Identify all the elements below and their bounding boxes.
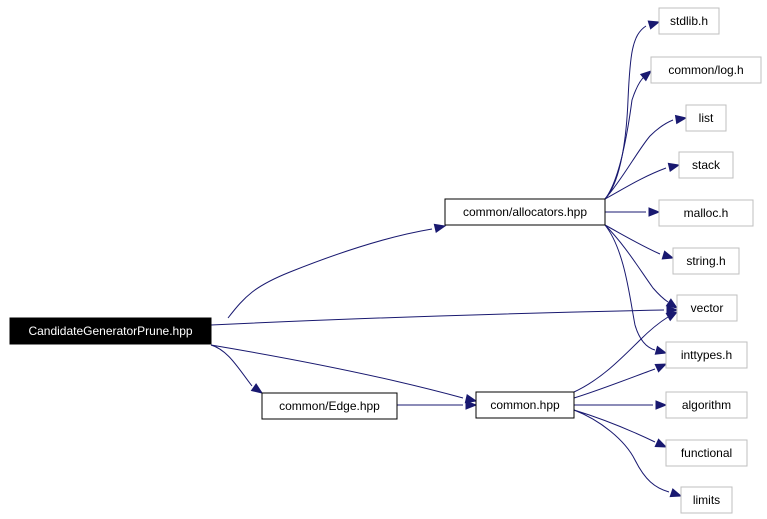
node-box bbox=[678, 151, 734, 179]
edge-line bbox=[604, 224, 669, 303]
node-box bbox=[658, 7, 720, 35]
node-box bbox=[261, 392, 398, 420]
node-common[interactable]: common.hpp bbox=[475, 391, 575, 419]
node-box bbox=[658, 199, 754, 227]
node-label: limits bbox=[693, 493, 720, 507]
arrowhead bbox=[433, 223, 447, 233]
edge-allocators-to-stdlib bbox=[604, 20, 661, 200]
node-string: string.h bbox=[672, 247, 740, 275]
edge-line bbox=[573, 368, 656, 399]
edge-allocators-to-string bbox=[604, 224, 675, 260]
edge-root-to-common bbox=[210, 344, 478, 404]
edge-common-to-vector bbox=[573, 311, 679, 393]
arrowhead bbox=[654, 345, 668, 355]
arrowhead bbox=[674, 114, 688, 125]
arrowhead bbox=[667, 162, 681, 172]
arrowhead bbox=[648, 207, 661, 217]
node-edge_hpp[interactable]: common/Edge.hpp bbox=[261, 392, 398, 420]
node-box bbox=[665, 391, 748, 419]
edge-common-to-limits bbox=[573, 409, 683, 498]
edge-line bbox=[573, 409, 670, 493]
arrowhead bbox=[647, 20, 661, 30]
edge-line bbox=[604, 224, 656, 351]
arrowhead bbox=[465, 400, 478, 410]
edge-line bbox=[604, 75, 646, 200]
edge-edge_hpp-to-common bbox=[397, 400, 478, 410]
node-stdlib: stdlib.h bbox=[658, 7, 720, 35]
arrowhead bbox=[464, 394, 478, 404]
node-label: string.h bbox=[686, 254, 725, 268]
edge-line bbox=[210, 309, 665, 326]
edge-common-to-inttypes bbox=[573, 363, 668, 399]
node-inttypes: inttypes.h bbox=[665, 341, 748, 369]
arrowhead bbox=[665, 311, 679, 322]
node-root[interactable]: CandidateGeneratorPrune.hpp bbox=[9, 317, 212, 345]
edge-line bbox=[604, 224, 661, 255]
edge-allocators-to-inttypes bbox=[604, 224, 668, 355]
arrowhead bbox=[250, 383, 264, 394]
node-box bbox=[672, 247, 740, 275]
edge-root-to-vector bbox=[210, 305, 679, 326]
edge-common-to-algorithm bbox=[574, 400, 668, 410]
node-label: functional bbox=[681, 446, 732, 460]
edge-line bbox=[227, 228, 433, 319]
arrowhead bbox=[669, 488, 683, 498]
node-label: common/allocators.hpp bbox=[463, 205, 587, 219]
node-label: stdlib.h bbox=[670, 14, 708, 28]
arrowhead bbox=[655, 400, 668, 410]
edge-root-to-allocators bbox=[227, 223, 447, 319]
node-box bbox=[685, 104, 727, 132]
node-malloc: malloc.h bbox=[658, 199, 754, 227]
node-box bbox=[9, 317, 212, 345]
node-label: malloc.h bbox=[684, 206, 729, 220]
edge-root-to-edge_hpp bbox=[210, 344, 264, 394]
edge-line bbox=[573, 316, 669, 393]
edge-line bbox=[604, 167, 667, 200]
node-box bbox=[650, 56, 762, 84]
node-algorithm: algorithm bbox=[665, 391, 748, 419]
node-stack: stack bbox=[678, 151, 734, 179]
node-functional: functional bbox=[665, 439, 748, 467]
edge-common-to-functional bbox=[573, 409, 668, 448]
node-label: common.hpp bbox=[490, 398, 560, 412]
node-box bbox=[676, 294, 738, 322]
node-label: vector bbox=[691, 301, 724, 315]
edge-line bbox=[210, 344, 464, 399]
arrowhead bbox=[639, 70, 653, 82]
node-vector: vector bbox=[676, 294, 738, 322]
node-allocators[interactable]: common/allocators.hpp bbox=[444, 198, 606, 226]
node-label: CandidateGeneratorPrune.hpp bbox=[28, 324, 192, 338]
arrowhead bbox=[654, 438, 668, 448]
node-label: common/Edge.hpp bbox=[279, 399, 380, 413]
node-label: list bbox=[699, 111, 714, 125]
node-label: stack bbox=[692, 158, 721, 172]
arrowhead bbox=[661, 250, 675, 260]
edge-allocators-to-stack bbox=[604, 162, 681, 200]
edge-allocators-to-list bbox=[604, 114, 688, 200]
node-list: list bbox=[685, 104, 727, 132]
node-box bbox=[444, 198, 606, 226]
node-log: common/log.h bbox=[650, 56, 762, 84]
node-label: algorithm bbox=[682, 398, 731, 412]
edge-allocators-to-log bbox=[604, 70, 653, 200]
edge-allocators-to-vector bbox=[604, 224, 679, 309]
arrowhead bbox=[654, 363, 668, 373]
arrowhead bbox=[665, 298, 679, 309]
node-box bbox=[665, 341, 748, 369]
edge-layer bbox=[210, 20, 688, 498]
node-limits: limits bbox=[680, 486, 733, 514]
arrowhead bbox=[666, 305, 679, 315]
node-box bbox=[475, 391, 575, 419]
edge-line bbox=[604, 119, 674, 200]
node-label: inttypes.h bbox=[681, 348, 732, 362]
edge-line bbox=[604, 25, 647, 200]
edge-line bbox=[210, 344, 253, 387]
node-box bbox=[680, 486, 733, 514]
edge-allocators-to-malloc bbox=[605, 207, 661, 217]
node-box bbox=[665, 439, 748, 467]
node-label: common/log.h bbox=[668, 63, 743, 77]
node-layer: CandidateGeneratorPrune.hpp common/alloca… bbox=[9, 7, 762, 514]
edge-line bbox=[573, 409, 656, 443]
